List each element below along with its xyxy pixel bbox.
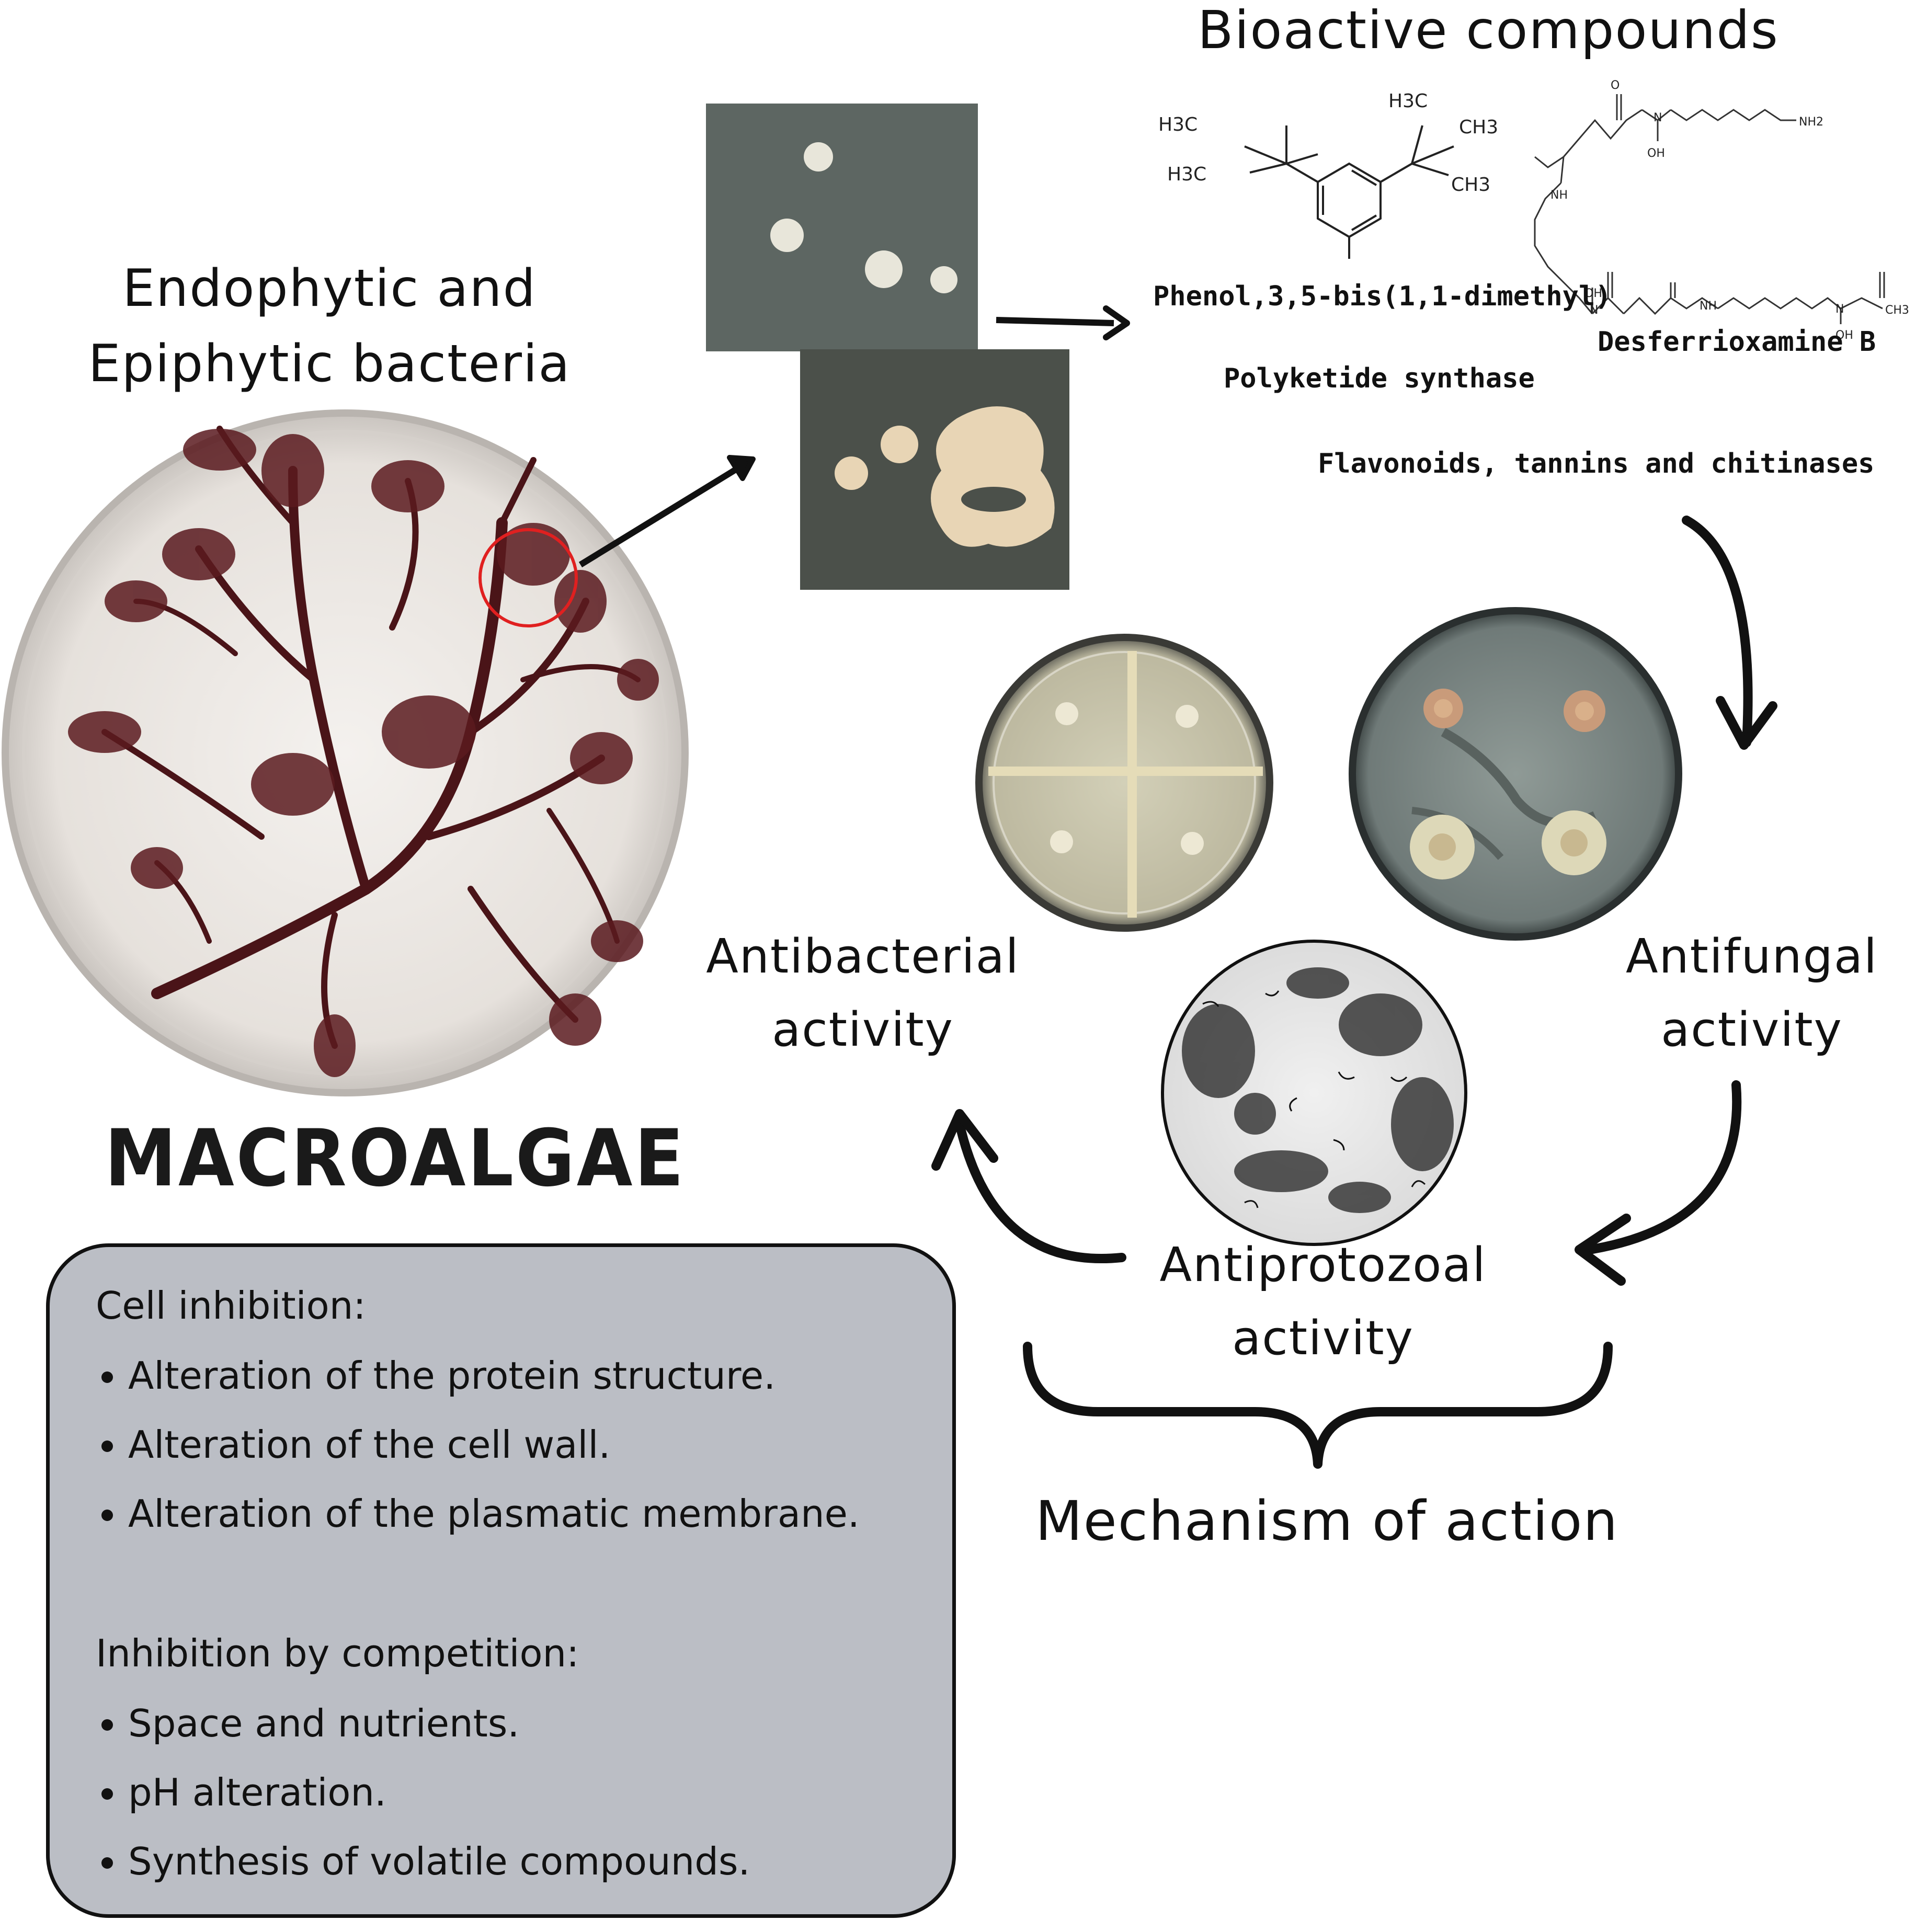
arrow-to-colonies: [578, 462, 745, 568]
label-nh-2: NH: [1700, 300, 1717, 313]
antiprotozoal-illustration: [1161, 940, 1467, 1246]
label-ch3-2: CH3: [1451, 174, 1490, 196]
phenol-label: Phenol,3,5-bis(1,1-dimethyl): [1153, 281, 1612, 312]
cell-inhibition-title: Cell inhibition:: [96, 1284, 366, 1328]
colony-photo-bottom: [800, 349, 1069, 590]
mechanism-box: Cell inhibition: Alteration of the prote…: [46, 1243, 956, 1918]
antibacterial-activity-label: Antibacterial activity: [706, 929, 1020, 1057]
label-ch3-1: CH3: [1459, 117, 1498, 138]
label-o: O: [1611, 79, 1620, 92]
label-n-3: N: [1835, 303, 1844, 316]
label-oh-2: OH: [1584, 287, 1602, 300]
label-h3c-3: H3C: [1388, 90, 1428, 112]
phenol-structure: [1244, 125, 1454, 259]
bioactive-compounds-title: Bioactive compounds: [1198, 0, 1779, 61]
list-item: Space and nutrients.: [128, 1689, 750, 1758]
highlight-circle: [478, 528, 578, 627]
label-n-2: N: [1590, 304, 1598, 317]
list-item: Alteration of the plasmatic membrane.: [128, 1479, 860, 1548]
list-item: Alteration of the protein structure.: [128, 1341, 860, 1410]
polyketide-label: Polyketide synthase: [1224, 363, 1535, 394]
label-nh-1: NH: [1550, 189, 1568, 202]
antifungal-petri-dish: [1349, 607, 1682, 941]
antiprotozoal-activity-label: Antiprotozoal activity: [1159, 1238, 1487, 1366]
antibacterial-petri-dish: [975, 634, 1273, 932]
label-h3c-1: H3C: [1158, 114, 1198, 135]
list-item: Alteration of the cell wall.: [128, 1410, 860, 1479]
mechanism-of-action-title: Mechanism of action: [1035, 1489, 1619, 1553]
macroalgae-title: MACROALGAE: [105, 1113, 686, 1204]
flavonoids-label: Flavonoids, tannins and chitinases: [1318, 448, 1875, 479]
endophytic-epiphytic-title: Endophytic and Epiphytic bacteria: [88, 259, 571, 394]
colony-photo-top: [706, 104, 978, 351]
desferrioxamine-label: Desferrioxamine B: [1598, 326, 1876, 358]
label-oh-3: OH: [1835, 329, 1853, 342]
desferrioxamine-structure: [1534, 94, 1885, 324]
label-oh-1: OH: [1647, 147, 1665, 160]
label-n-1: N: [1654, 111, 1662, 124]
label-ch3-3: CH3: [1885, 304, 1909, 317]
macroalgae-petri-dish: [2, 409, 689, 1096]
label-nh2: NH2: [1799, 116, 1823, 129]
antifungal-activity-label: Antifungal activity: [1626, 929, 1878, 1057]
competition-list: Space and nutrients. pH alteration. Synt…: [97, 1689, 750, 1896]
list-item: Synthesis of volatile compounds.: [128, 1827, 750, 1896]
label-h3c-2: H3C: [1167, 164, 1206, 185]
list-item: pH alteration.: [128, 1758, 750, 1827]
competition-title: Inhibition by competition:: [96, 1631, 579, 1675]
curly-brace: [1023, 1342, 1613, 1469]
cell-inhibition-list: Alteration of the protein structure. Alt…: [97, 1341, 860, 1548]
